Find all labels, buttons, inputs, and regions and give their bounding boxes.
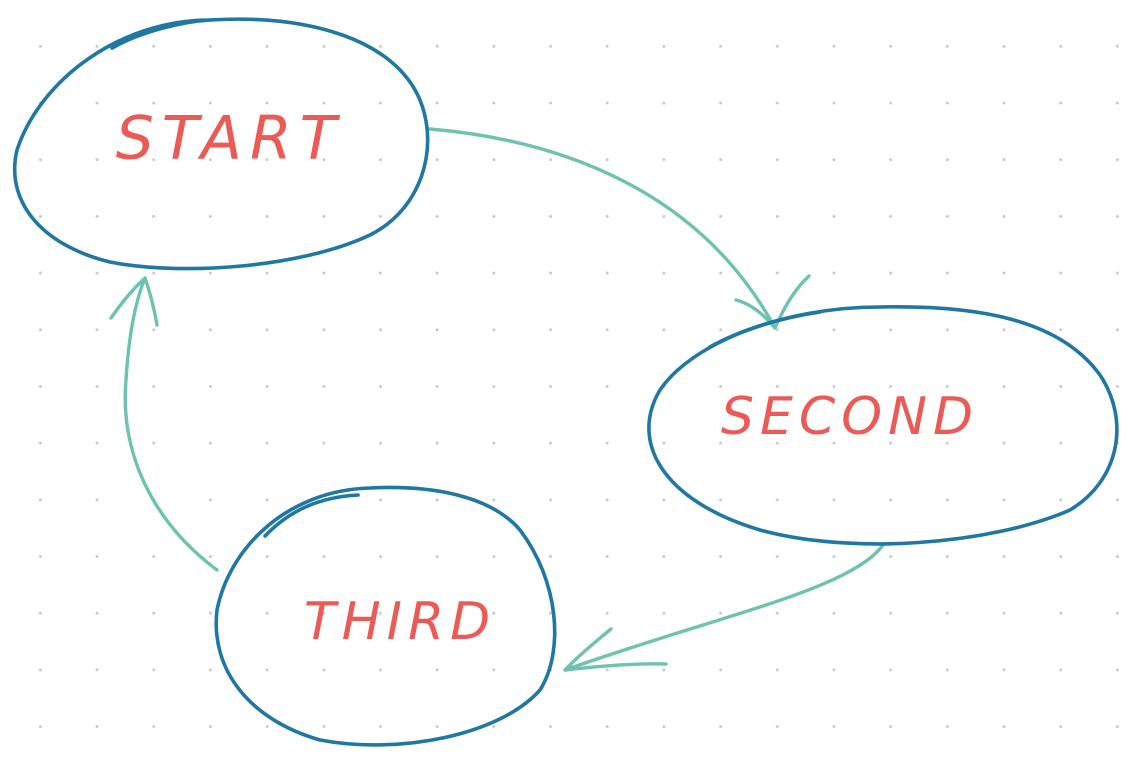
node-outline-overdraw — [708, 310, 822, 349]
node-second: SECOND — [647, 305, 1119, 546]
node-label: SECOND — [721, 387, 979, 447]
arrowhead — [109, 276, 159, 327]
node-outline — [12, 17, 430, 271]
edge-line — [563, 543, 885, 672]
node-start: START — [12, 17, 430, 271]
edge-second-to-third — [563, 543, 885, 672]
edge-line — [123, 276, 219, 572]
node-outline — [647, 305, 1119, 546]
node-outline — [214, 485, 557, 747]
edge-line — [428, 127, 777, 330]
edge-third-to-start — [109, 276, 219, 572]
edge-start-to-second — [428, 127, 811, 330]
node-outline-overdraw — [110, 18, 212, 50]
node-label: START — [116, 104, 345, 174]
arrowhead — [734, 274, 811, 330]
arrowhead — [563, 627, 668, 672]
node-label: THIRD — [304, 592, 496, 652]
node-third: THIRD — [214, 485, 557, 747]
node-outline-overdraw — [263, 493, 360, 538]
